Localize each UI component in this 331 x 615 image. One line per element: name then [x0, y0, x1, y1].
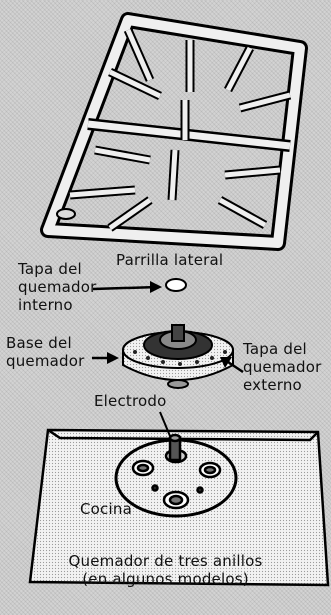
label-tapa-externo-line-2: quemador — [243, 358, 322, 376]
label-base-quemador: Base del quemador — [6, 334, 85, 370]
label-tapa-interno-line-1: Tapa del — [18, 260, 82, 278]
label-tapa-interno-line-3: interno — [18, 296, 73, 314]
label-tapa-interno-line-2: quemador — [18, 278, 97, 296]
label-electrodo: Electrodo — [94, 392, 167, 410]
inner-cap-part — [165, 278, 187, 292]
caption-line-1: Quemador de tres anillos — [68, 552, 263, 570]
label-tapa-externo-line-3: externo — [243, 376, 302, 394]
caption: Quemador de tres anillos (en algunos mod… — [0, 552, 331, 588]
label-tapa-quemador-interno: Tapa del quemador interno — [18, 260, 97, 314]
label-cocina: Cocina — [80, 500, 132, 518]
label-tapa-quemador-externo: Tapa del quemador externo — [243, 340, 322, 394]
cooktop-part — [28, 428, 330, 587]
grate — [40, 12, 308, 251]
caption-line-2: (en algunos modelos) — [82, 570, 249, 588]
burner-base-part — [122, 324, 234, 389]
label-tapa-externo-line-1: Tapa del — [243, 340, 307, 358]
label-parrilla-lateral: Parrilla lateral — [116, 251, 224, 269]
label-base-line-2: quemador — [6, 352, 85, 370]
label-base-line-1: Base del — [6, 334, 72, 352]
